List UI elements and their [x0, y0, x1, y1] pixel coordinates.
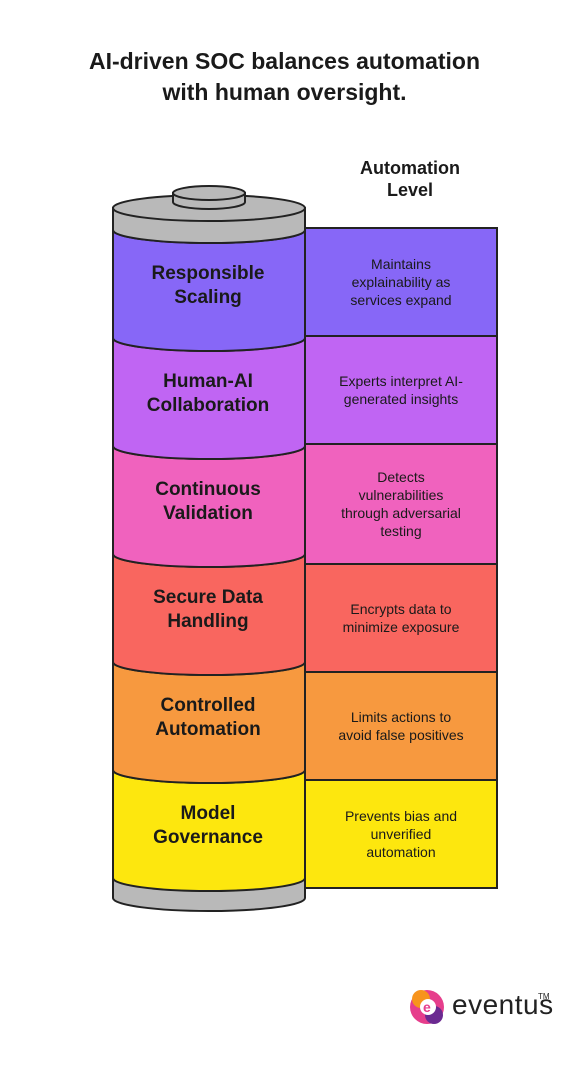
layer-2-label-line: Human-AI	[163, 371, 253, 392]
layer-2-label-line: Collaboration	[146, 395, 270, 416]
layer-1-label-line: Scaling	[174, 287, 242, 308]
layer-2-description-box	[304, 335, 498, 445]
logo-text: eventus	[452, 989, 554, 1020]
layer-2-label: Human-AI Collaboration	[113, 370, 303, 418]
automation-level-label: Automation Level	[330, 157, 490, 201]
layer-5-description-box	[304, 671, 498, 781]
layer-1-description: Maintains explainability as services expan…	[306, 255, 496, 309]
layer-1-description-line: Maintains	[371, 256, 431, 272]
layer-1-description-line: services expand	[350, 292, 452, 308]
layer-5-description-line: avoid false positives	[338, 727, 464, 743]
layer-3-description: Detects vulnerabilities through adversaria…	[306, 468, 496, 540]
layer-3-label-line: Validation	[163, 503, 253, 524]
layer-1-label-line: Responsible	[151, 263, 265, 284]
title-line-1: AI-driven SOC balances automation	[88, 48, 481, 74]
top-knob-face	[172, 185, 246, 201]
title-line-2: with human oversight.	[162, 79, 407, 105]
layer-6-description: Prevents bias and unverified automation	[306, 807, 496, 861]
layer-6-description-line: Prevents bias and	[344, 808, 458, 824]
layer-4-label-line: Handling	[167, 611, 249, 632]
layer-4-description-box	[304, 563, 498, 673]
layer-4-label-line: Secure Data	[153, 587, 263, 608]
eventus-logo: e	[410, 990, 444, 1024]
layer-5-label-line: Controlled	[160, 695, 256, 716]
layer-5-label-line: Automation	[155, 719, 261, 740]
axis-label-line-2: Level	[386, 180, 434, 200]
axis-label-line-1: Automation	[360, 158, 460, 178]
layer-3-label-line: Continuous	[155, 479, 261, 500]
page-title: AI-driven SOC balances automation with h…	[0, 46, 569, 108]
layer-6-description-line: automation	[366, 844, 436, 860]
layer-1-description-box	[304, 227, 498, 337]
logo-mark-letter: e	[423, 999, 431, 1015]
layer-3-description-line: testing	[380, 523, 422, 539]
layer-6-label-line: Model	[180, 803, 236, 824]
layer-2-description: Experts interpret AI-generated insights	[306, 372, 496, 408]
logo-tm: TM	[538, 992, 550, 1001]
layer-5-description: Limits actions to avoid false positives	[306, 708, 496, 744]
layer-4-description-line: minimize exposure	[342, 619, 460, 635]
logo-mark-center	[420, 999, 436, 1015]
layer-6-description-box	[304, 779, 498, 889]
layer-4-description-line: Encrypts data to	[350, 601, 452, 617]
layer-2-description-line: Experts interpret AI-	[339, 373, 463, 389]
layer-3-description-line: through adversarial	[341, 505, 461, 521]
layer-6-label-line: Governance	[153, 827, 263, 848]
layer-4-description: Encrypts data to minimize exposure	[306, 600, 496, 636]
layer-2-description-line: generated insights	[343, 391, 459, 407]
layer-3-description-line: Detects	[377, 469, 425, 485]
layer-1-description-line: explainability as	[351, 274, 451, 290]
layer-3-description-line: vulnerabilities	[358, 487, 444, 503]
layer-3-description-box	[304, 443, 498, 565]
layer-6-description-line: unverified	[370, 826, 432, 842]
layer-5-description-line: Limits actions to	[350, 709, 452, 725]
